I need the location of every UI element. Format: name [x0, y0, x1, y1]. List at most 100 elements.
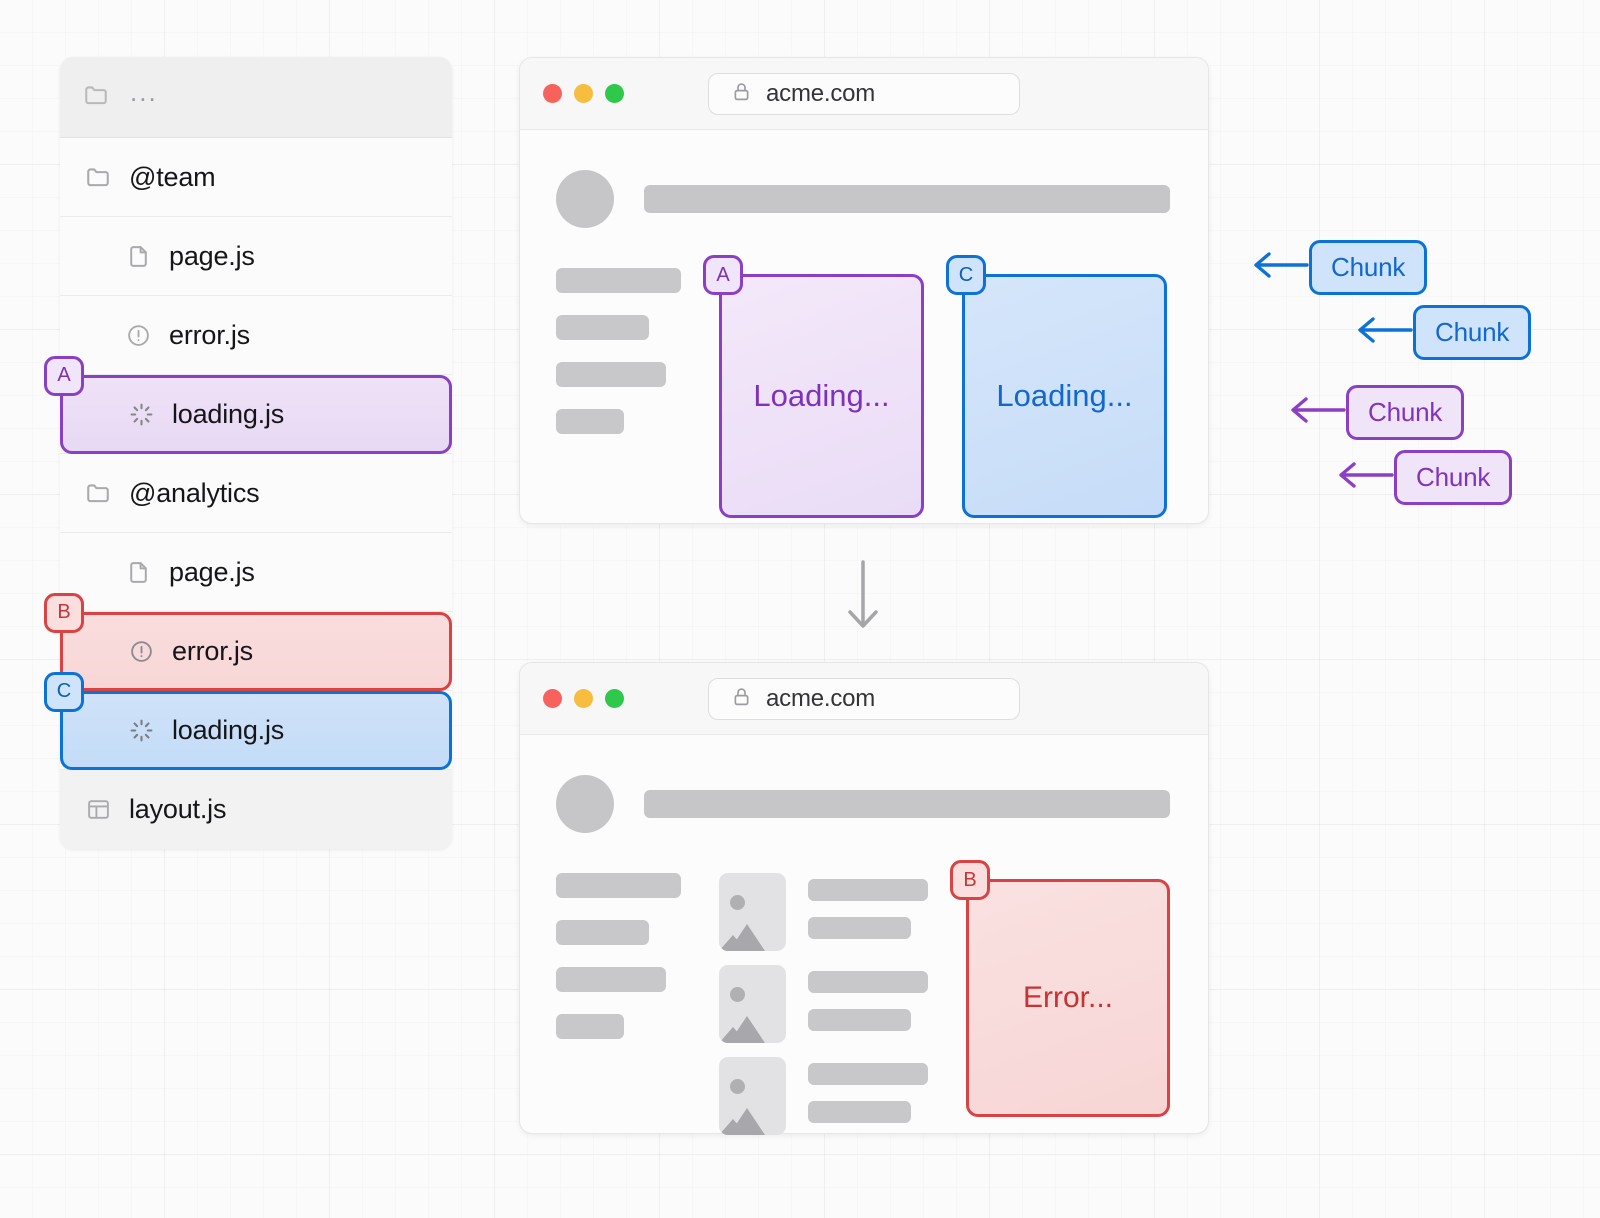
folder-icon: [83, 82, 109, 113]
tree-item-analytics-page[interactable]: page.js: [60, 533, 452, 612]
tree-item-label: error.js: [172, 635, 253, 666]
marker-badge-b: B: [44, 592, 84, 633]
tree-item-label: page.js: [169, 556, 255, 587]
skeleton-line: [556, 315, 649, 340]
list-item: [719, 873, 928, 951]
chunk-annotation-2: Chunk: [1355, 305, 1532, 360]
file-tree-panel: ... @team page.js: [44, 57, 452, 849]
marker-badge-a: A: [44, 355, 84, 396]
skeleton-line: [808, 1063, 928, 1085]
skeleton-line: [556, 967, 666, 992]
skeleton-line: [556, 362, 666, 387]
file-tree-header[interactable]: ...: [60, 57, 452, 138]
spinner-icon: [126, 402, 156, 427]
tree-item-label: @team: [129, 161, 216, 192]
title-skeleton: [644, 185, 1170, 213]
chunk-label: Chunk: [1394, 450, 1513, 505]
loading-card-c: C Loading...: [946, 255, 1167, 518]
arrow-down-icon: [838, 558, 888, 643]
image-placeholder-icon: [719, 1057, 786, 1135]
folder-icon: [83, 480, 113, 506]
marker-badge-c: C: [44, 671, 84, 712]
lock-icon: [731, 81, 752, 107]
lock-icon: [731, 686, 752, 712]
chunk-label: Chunk: [1309, 240, 1428, 295]
tree-item-team-error[interactable]: error.js: [60, 296, 452, 375]
alert-circle-icon: [123, 323, 153, 348]
marker-badge-c: C: [946, 255, 986, 295]
marker-badge-b: B: [950, 860, 990, 900]
skeleton-line: [808, 917, 911, 939]
tree-item-analytics[interactable]: @analytics: [60, 454, 452, 533]
skeleton-line: [556, 873, 681, 898]
sidebar-skeleton: [556, 873, 681, 1039]
tree-item-label: loading.js: [172, 398, 285, 429]
file-icon: [123, 560, 153, 585]
chunk-annotation-3: Chunk: [1288, 385, 1465, 440]
spinner-icon: [126, 718, 156, 743]
skeleton-line: [556, 268, 681, 293]
browser-chrome: acme.com: [520, 663, 1208, 735]
arrow-left-icon: [1251, 250, 1309, 285]
chunk-annotation-1: Chunk: [1251, 240, 1428, 295]
close-button[interactable]: [543, 689, 562, 708]
file-tree-header-label: ...: [130, 77, 158, 107]
tree-item-analytics-error[interactable]: B error.js: [44, 592, 452, 691]
tree-item-label: layout.js: [129, 794, 227, 824]
tree-item-team-page[interactable]: page.js: [60, 217, 452, 296]
tree-item-analytics-error-slot: B error.js: [44, 592, 452, 691]
maximize-button[interactable]: [605, 84, 624, 103]
minimize-button[interactable]: [574, 84, 593, 103]
arrow-left-icon: [1355, 315, 1413, 350]
avatar: [556, 170, 614, 228]
marker-badge-a: A: [703, 255, 743, 295]
error-card-label: Error...: [1022, 981, 1113, 1014]
loading-card-a: A Loading...: [703, 255, 924, 518]
skeleton-line: [808, 971, 928, 993]
browser-chrome: acme.com: [520, 58, 1208, 130]
tree-item-label: @analytics: [129, 477, 260, 508]
sidebar-skeleton: [556, 268, 681, 434]
loading-card-label: Loading...: [996, 378, 1133, 413]
chunk-label: Chunk: [1346, 385, 1465, 440]
tree-item-analytics-loading-slot: C loading.js: [44, 671, 452, 770]
traffic-lights: [543, 84, 624, 103]
image-placeholder-icon: [719, 873, 786, 951]
tree-item-analytics-loading[interactable]: C loading.js: [44, 671, 452, 770]
list-item: [719, 1057, 928, 1135]
address-bar[interactable]: acme.com: [708, 72, 1020, 115]
url-text: acme.com: [766, 79, 876, 107]
address-bar[interactable]: acme.com: [708, 677, 1020, 720]
skeleton-line: [808, 879, 928, 901]
arrow-left-icon: [1336, 460, 1394, 495]
media-list-skeleton: [719, 873, 928, 1135]
header-skeleton: [556, 775, 1170, 833]
tree-item-team-loading[interactable]: A loading.js: [44, 355, 452, 454]
close-button[interactable]: [543, 84, 562, 103]
maximize-button[interactable]: [605, 689, 624, 708]
tree-item-label: page.js: [169, 240, 255, 271]
skeleton-line: [556, 1014, 624, 1039]
tree-item-label: loading.js: [172, 714, 285, 745]
file-tree-rows: @team page.js error.js: [44, 138, 452, 849]
loading-card-label: Loading...: [753, 378, 890, 413]
skeleton-line: [556, 409, 624, 434]
tree-item-team-loading-slot: A loading.js: [44, 355, 452, 454]
list-item: [719, 965, 928, 1043]
skeleton-line: [808, 1009, 911, 1031]
header-skeleton: [556, 170, 1170, 228]
title-skeleton: [644, 790, 1170, 818]
chunk-annotation-4: Chunk: [1336, 450, 1513, 505]
tree-item-layout[interactable]: layout.js: [60, 770, 452, 849]
minimize-button[interactable]: [574, 689, 593, 708]
browser-window-loading: acme.com A Loading...: [519, 57, 1209, 524]
skeleton-line: [808, 1101, 911, 1123]
chunk-label: Chunk: [1413, 305, 1532, 360]
browser-window-error: acme.com: [519, 662, 1209, 1135]
layout-icon: [83, 797, 113, 822]
tree-item-team[interactable]: @team: [60, 138, 452, 217]
folder-icon: [83, 164, 113, 190]
traffic-lights: [543, 689, 624, 708]
avatar: [556, 775, 614, 833]
